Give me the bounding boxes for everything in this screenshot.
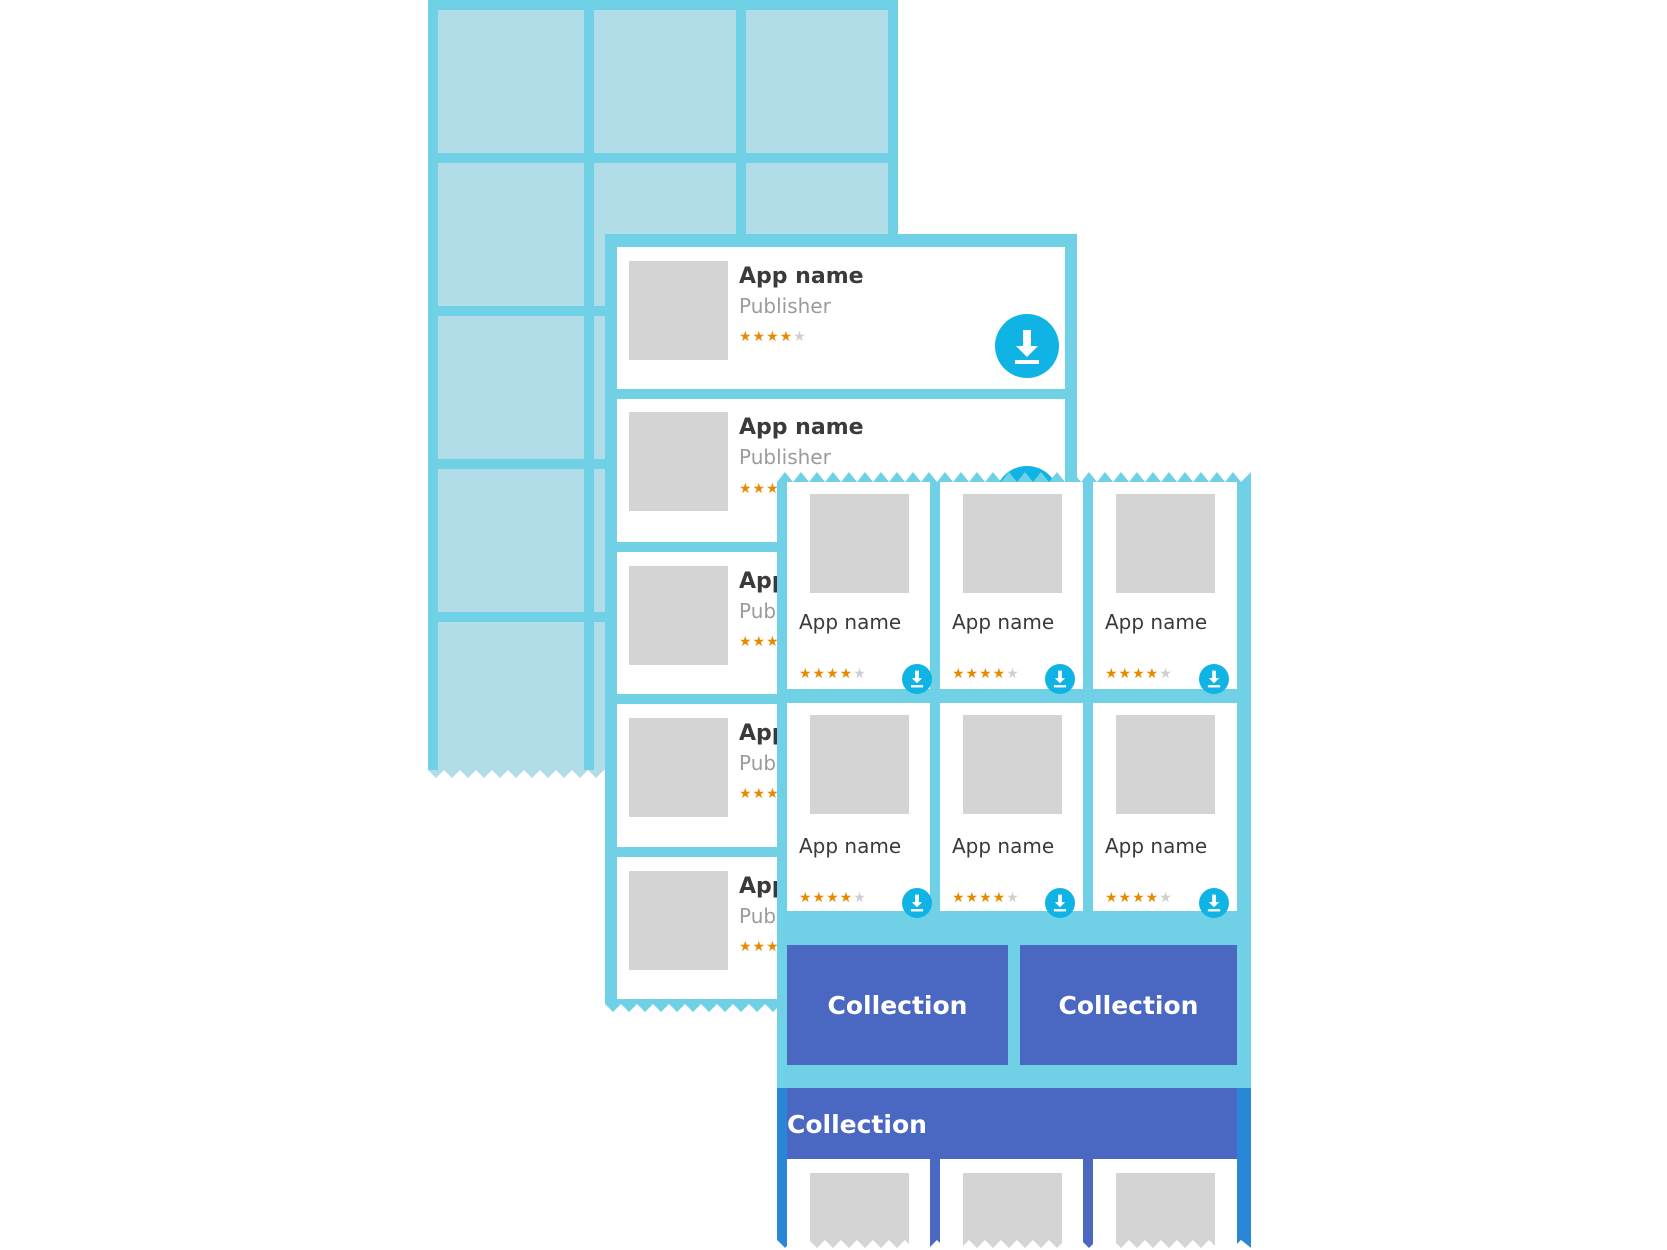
download-button[interactable] bbox=[902, 664, 932, 694]
grid-card[interactable]: App name ★★★★★ bbox=[787, 482, 932, 694]
app-name: App name bbox=[799, 834, 902, 858]
app-thumbnail bbox=[810, 715, 909, 814]
app-thumbnail bbox=[1116, 494, 1215, 593]
publisher-name: Publ bbox=[739, 751, 782, 775]
grid-collections-layer: App name ★★★★★ App name ★★★★★ App name ★… bbox=[777, 470, 1251, 1250]
download-icon bbox=[910, 670, 924, 688]
app-name: App name bbox=[1105, 834, 1208, 858]
star-rating: ★★★ bbox=[739, 939, 780, 955]
star-rating: ★★★★★ bbox=[799, 666, 867, 682]
app-thumbnail bbox=[810, 1173, 909, 1250]
grid-card[interactable]: App name ★★★★★ bbox=[1093, 482, 1237, 694]
publisher-name: Publisher bbox=[739, 445, 831, 469]
app-thumbnail bbox=[963, 1173, 1062, 1250]
app-name: App name bbox=[739, 415, 864, 440]
grid-card[interactable] bbox=[787, 1159, 930, 1250]
download-button[interactable] bbox=[995, 314, 1059, 378]
download-icon bbox=[1207, 670, 1221, 688]
download-button[interactable] bbox=[1045, 888, 1075, 918]
app-thumbnail bbox=[1116, 715, 1215, 814]
download-button[interactable] bbox=[1045, 664, 1075, 694]
star-rating: ★★★ bbox=[739, 786, 780, 802]
star-rating: ★★★★★ bbox=[952, 666, 1020, 682]
download-icon bbox=[1053, 894, 1067, 912]
download-button[interactable] bbox=[1199, 664, 1229, 694]
app-thumbnail bbox=[1116, 1173, 1215, 1250]
app-name: App name bbox=[952, 834, 1055, 858]
download-icon bbox=[910, 894, 924, 912]
grid-card[interactable]: App name ★★★★★ bbox=[940, 703, 1083, 918]
app-thumbnail bbox=[629, 261, 728, 360]
publisher-name: Publ bbox=[739, 904, 782, 928]
collection-tile[interactable]: Collection bbox=[787, 945, 1008, 1065]
collection-tile[interactable]: Collection bbox=[1020, 945, 1237, 1065]
star-rating: ★★★★★ bbox=[739, 329, 807, 345]
download-icon bbox=[1053, 670, 1067, 688]
publisher-name: Publ bbox=[739, 599, 782, 623]
grid-card[interactable]: App name ★★★★★ bbox=[940, 482, 1083, 694]
app-name: App name bbox=[952, 610, 1055, 634]
grid-card[interactable]: App name ★★★★★ bbox=[1093, 703, 1237, 918]
download-icon bbox=[1015, 330, 1039, 364]
app-thumbnail bbox=[629, 566, 728, 665]
star-rating: ★★★★★ bbox=[952, 890, 1020, 906]
publisher-name: Publisher bbox=[739, 294, 831, 318]
star-rating: ★★★ bbox=[739, 634, 780, 650]
app-name: App name bbox=[799, 610, 902, 634]
star-rating: ★★★★★ bbox=[799, 890, 867, 906]
app-thumbnail bbox=[810, 494, 909, 593]
download-icon bbox=[1207, 894, 1221, 912]
app-thumbnail bbox=[963, 494, 1062, 593]
download-button[interactable] bbox=[902, 888, 932, 918]
torn-edge bbox=[777, 1240, 1251, 1250]
app-name: App name bbox=[739, 264, 864, 289]
list-item[interactable]: App name Publisher ★★★★★ bbox=[617, 247, 1065, 389]
download-button[interactable] bbox=[1199, 888, 1229, 918]
star-rating: ★★★★★ bbox=[1105, 890, 1173, 906]
app-thumbnail bbox=[629, 412, 728, 511]
star-rating: ★★★★★ bbox=[1105, 666, 1173, 682]
app-thumbnail bbox=[629, 718, 728, 817]
grid-card[interactable] bbox=[1093, 1159, 1237, 1250]
app-thumbnail bbox=[963, 715, 1062, 814]
grid-card[interactable]: App name ★★★★★ bbox=[787, 703, 932, 918]
app-thumbnail bbox=[629, 871, 728, 970]
grid-card[interactable] bbox=[940, 1159, 1083, 1250]
collection-header: Collection bbox=[787, 1110, 927, 1139]
app-name: App name bbox=[1105, 610, 1208, 634]
